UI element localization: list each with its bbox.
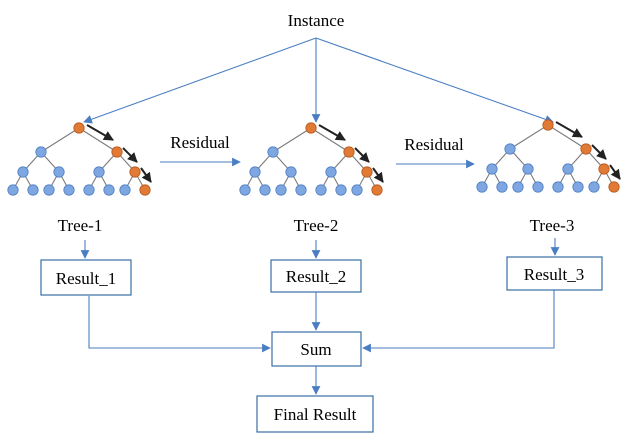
tree-node-blue <box>119 184 131 196</box>
tree-edge <box>40 127 80 153</box>
tree-node-blue <box>35 146 47 158</box>
tree-node-blue <box>496 181 508 193</box>
result-3-label: Result_3 <box>524 265 584 284</box>
tree-node-orange <box>580 143 592 155</box>
path-pointer-arrow <box>555 121 583 138</box>
final-result-label: Final Result <box>274 405 357 424</box>
tree-node-blue <box>43 184 55 196</box>
tree-node-orange <box>139 184 151 196</box>
tree-node-blue <box>285 166 297 178</box>
instance-to-tree-3-arrow <box>315 37 554 124</box>
tree-node-blue <box>522 163 534 175</box>
instance-arrows <box>83 37 554 124</box>
tree-node-orange <box>608 181 620 193</box>
tree-node-blue <box>315 184 327 196</box>
tree-node-orange <box>542 119 554 131</box>
tree-node-orange <box>73 122 85 134</box>
path-pointer-arrow <box>122 147 138 163</box>
tree-node-blue <box>7 184 19 196</box>
tree-node-blue <box>552 181 564 193</box>
final-result-box <box>256 395 374 433</box>
instance-to-tree-1-arrow <box>83 37 317 124</box>
result-2-label: Result_2 <box>286 267 346 286</box>
tree-3-graphic <box>476 119 621 193</box>
tree-node-blue <box>295 184 307 196</box>
result-1-to-sum-arrow <box>88 296 271 353</box>
tree-node-blue <box>512 181 524 193</box>
path-pointer-arrow <box>609 164 621 180</box>
tree-node-blue <box>532 181 544 193</box>
tree-node-blue <box>27 184 39 196</box>
residual-label-2: Residual <box>404 135 464 154</box>
tree-node-blue <box>504 143 516 155</box>
result-3-box <box>506 256 603 291</box>
tree-node-blue <box>83 184 95 196</box>
tree-node-blue <box>259 184 271 196</box>
tree-node-blue <box>486 163 498 175</box>
tree-node-blue <box>572 181 584 193</box>
path-pointer-arrow <box>86 124 114 141</box>
tree-edge <box>547 124 587 150</box>
path-pointer-arrow <box>591 144 607 160</box>
tree-node-orange <box>111 146 123 158</box>
tree-node-blue <box>267 146 279 158</box>
tree-node-blue <box>562 163 574 175</box>
tree-node-orange <box>371 184 383 196</box>
tree-node-orange <box>343 146 355 158</box>
path-pointer-arrow <box>140 167 152 183</box>
tree-node-blue <box>335 184 347 196</box>
tree-2-label: Tree-2 <box>294 216 339 235</box>
instance-label: Instance <box>288 11 345 30</box>
tree-node-orange <box>598 163 610 175</box>
tree-1-graphic <box>7 122 152 196</box>
tree-node-blue <box>93 166 105 178</box>
tree-3-label: Tree-3 <box>530 216 575 235</box>
tree-2-graphic <box>239 122 384 196</box>
tree-edge <box>272 127 312 153</box>
tree-node-orange <box>129 166 141 178</box>
tree-node-blue <box>325 166 337 178</box>
sum-box <box>271 331 362 367</box>
tree-node-blue <box>275 184 287 196</box>
result-1-label: Result_1 <box>56 269 116 288</box>
path-pointer-arrow <box>354 147 370 163</box>
tree-node-blue <box>249 166 261 178</box>
tree-node-blue <box>53 166 65 178</box>
tree-edge <box>310 127 350 153</box>
tree-1-label: Tree-1 <box>58 216 103 235</box>
tree-node-blue <box>103 184 115 196</box>
sum-label: Sum <box>300 340 331 359</box>
tree-node-blue <box>588 181 600 193</box>
path-pointer-arrow <box>372 167 384 183</box>
result-3-to-sum-arrow <box>362 290 555 353</box>
tree-node-blue <box>17 166 29 178</box>
residual-label-1: Residual <box>170 133 230 152</box>
result-1-box <box>40 259 132 296</box>
tree-node-blue <box>239 184 251 196</box>
tree-node-orange <box>361 166 373 178</box>
path-pointer-arrow <box>318 124 346 141</box>
tree-edge <box>509 124 549 150</box>
tree-node-blue <box>476 181 488 193</box>
tree-node-blue <box>63 184 75 196</box>
tree-node-orange <box>305 122 317 134</box>
tree-node-blue <box>351 184 363 196</box>
tree-edge <box>78 127 118 153</box>
